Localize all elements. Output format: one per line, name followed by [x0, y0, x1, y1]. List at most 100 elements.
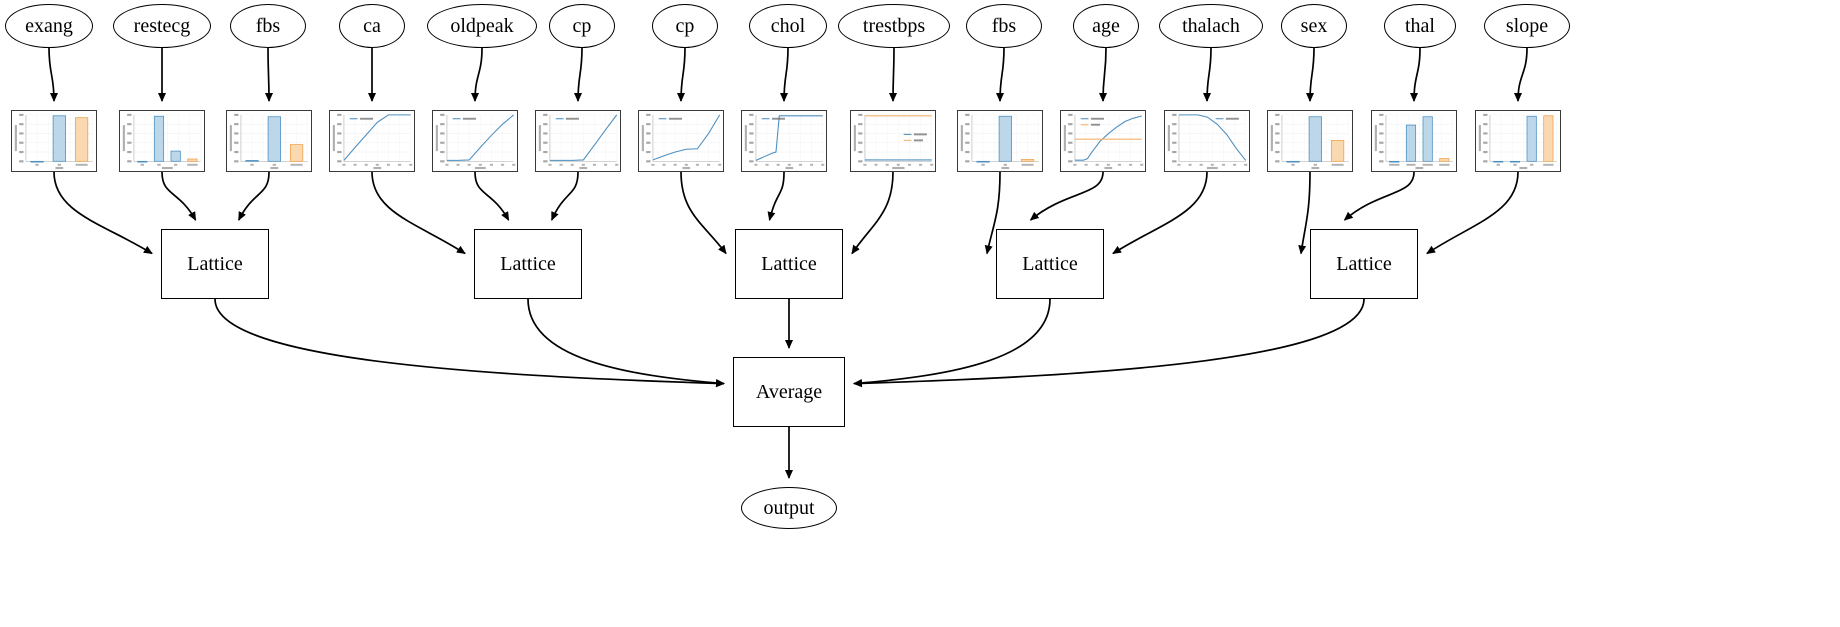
- edge: [53, 171, 153, 255]
- calibrator-plot-sex-12[interactable]: [1267, 110, 1353, 172]
- feature-node-label: thal: [1405, 15, 1435, 37]
- lattice-block-4[interactable]: Lattice: [996, 229, 1104, 299]
- calibrator-plot-age-10[interactable]: [1060, 110, 1146, 172]
- calibrator-plot-ca-3[interactable]: [329, 110, 415, 172]
- calibrator-plot-exang-0[interactable]: [11, 110, 97, 172]
- feature-node-label: restecg: [133, 15, 191, 37]
- calibrator-plot-cp-5[interactable]: [535, 110, 621, 172]
- calibrator-chart: [330, 111, 414, 171]
- edge: [889, 47, 898, 102]
- edge: [1343, 171, 1415, 221]
- feature-node-label: chol: [770, 15, 806, 37]
- edge: [677, 47, 686, 102]
- edge: [161, 171, 197, 221]
- calibrator-chart: [1165, 111, 1249, 171]
- calibrator-chart: [851, 111, 935, 171]
- lattice-block-1[interactable]: Lattice: [161, 229, 269, 299]
- feature-node-fbs[interactable]: fbs: [230, 4, 306, 48]
- calibrator-plot-thalach-11[interactable]: [1164, 110, 1250, 172]
- lattice-block-2[interactable]: Lattice: [474, 229, 582, 299]
- edge: [550, 171, 579, 221]
- edge: [48, 47, 58, 102]
- feature-node-label: age: [1092, 15, 1120, 37]
- edge: [680, 171, 727, 255]
- feature-node-slope[interactable]: slope: [1484, 4, 1570, 48]
- edge: [1426, 171, 1519, 255]
- edge: [851, 171, 894, 255]
- feature-node-cp[interactable]: cp: [549, 4, 615, 48]
- edge: [996, 47, 1005, 102]
- feature-node-label: fbs: [991, 15, 1017, 37]
- feature-node-sex[interactable]: sex: [1281, 4, 1347, 48]
- calibrator-plot-fbs-2[interactable]: [226, 110, 312, 172]
- calibrator-chart: [958, 111, 1042, 171]
- feature-node-label: ca: [363, 15, 381, 37]
- calibrator-plot-chol-7[interactable]: [741, 110, 827, 172]
- calibrator-plot-fbs-9[interactable]: [957, 110, 1043, 172]
- feature-node-label: exang: [25, 15, 73, 37]
- feature-node-cp[interactable]: cp: [652, 4, 718, 48]
- calibrator-plot-thal-13[interactable]: [1371, 110, 1457, 172]
- lattice-block-3[interactable]: Lattice: [735, 229, 843, 299]
- calibrator-chart: [536, 111, 620, 171]
- calibrator-plot-oldpeak-4[interactable]: [432, 110, 518, 172]
- feature-node-fbs[interactable]: fbs: [966, 4, 1042, 48]
- edge: [780, 47, 789, 102]
- edge: [1112, 171, 1208, 255]
- lattice-block-label: Lattice: [761, 252, 817, 275]
- edge: [371, 171, 466, 255]
- feature-node-label: thalach: [1182, 15, 1240, 37]
- edge: [853, 298, 1365, 388]
- calibrator-chart: [227, 111, 311, 171]
- feature-node-label: slope: [1505, 15, 1549, 37]
- feature-node-ca[interactable]: ca: [339, 4, 405, 48]
- calibrator-chart: [1476, 111, 1560, 171]
- feature-node-label: trestbps: [862, 15, 926, 37]
- edge: [264, 47, 273, 102]
- feature-node-label: sex: [1300, 15, 1328, 37]
- feature-node-age[interactable]: age: [1073, 4, 1139, 48]
- calibrator-plot-restecg-1[interactable]: [119, 110, 205, 172]
- feature-node-chol[interactable]: chol: [749, 4, 827, 48]
- edge: [214, 298, 725, 388]
- average-block[interactable]: Average: [733, 357, 845, 427]
- output-node-label: output: [763, 497, 815, 519]
- feature-node-label: oldpeak: [450, 15, 514, 37]
- lattice-block-label: Lattice: [187, 252, 243, 275]
- feature-node-thal[interactable]: thal: [1384, 4, 1456, 48]
- feature-node-label: cp: [675, 15, 695, 37]
- average-block-label: Average: [755, 380, 823, 403]
- feature-node-exang[interactable]: exang: [5, 4, 93, 48]
- calibrator-chart: [12, 111, 96, 171]
- edge: [1410, 47, 1421, 102]
- calibrator-chart: [1372, 111, 1456, 171]
- feature-node-thalach[interactable]: thalach: [1159, 4, 1263, 48]
- edge: [1514, 47, 1528, 102]
- edge: [1203, 47, 1212, 102]
- edge: [853, 298, 1051, 387]
- calibrator-chart: [639, 111, 723, 171]
- feature-node-label: fbs: [255, 15, 281, 37]
- edge: [1298, 171, 1311, 255]
- lattice-block-5[interactable]: Lattice: [1310, 229, 1418, 299]
- calibrator-chart: [433, 111, 517, 171]
- edge: [574, 47, 583, 102]
- output-node[interactable]: output: [741, 487, 837, 529]
- edge: [1099, 47, 1108, 102]
- lattice-block-label: Lattice: [1336, 252, 1392, 275]
- edge: [527, 298, 725, 387]
- feature-node-oldpeak[interactable]: oldpeak: [427, 4, 537, 48]
- calibrator-chart: [1061, 111, 1145, 171]
- feature-node-restecg[interactable]: restecg: [113, 4, 211, 48]
- calibrator-plot-trestbps-8[interactable]: [850, 110, 936, 172]
- edge: [238, 171, 270, 221]
- calibrator-plot-cp-6[interactable]: [638, 110, 724, 172]
- feature-node-trestbps[interactable]: trestbps: [838, 4, 950, 48]
- lattice-block-label: Lattice: [500, 252, 556, 275]
- edge: [767, 171, 785, 221]
- calibrator-plot-slope-14[interactable]: [1475, 110, 1561, 172]
- calibrator-chart: [742, 111, 826, 171]
- feature-node-label: cp: [572, 15, 592, 37]
